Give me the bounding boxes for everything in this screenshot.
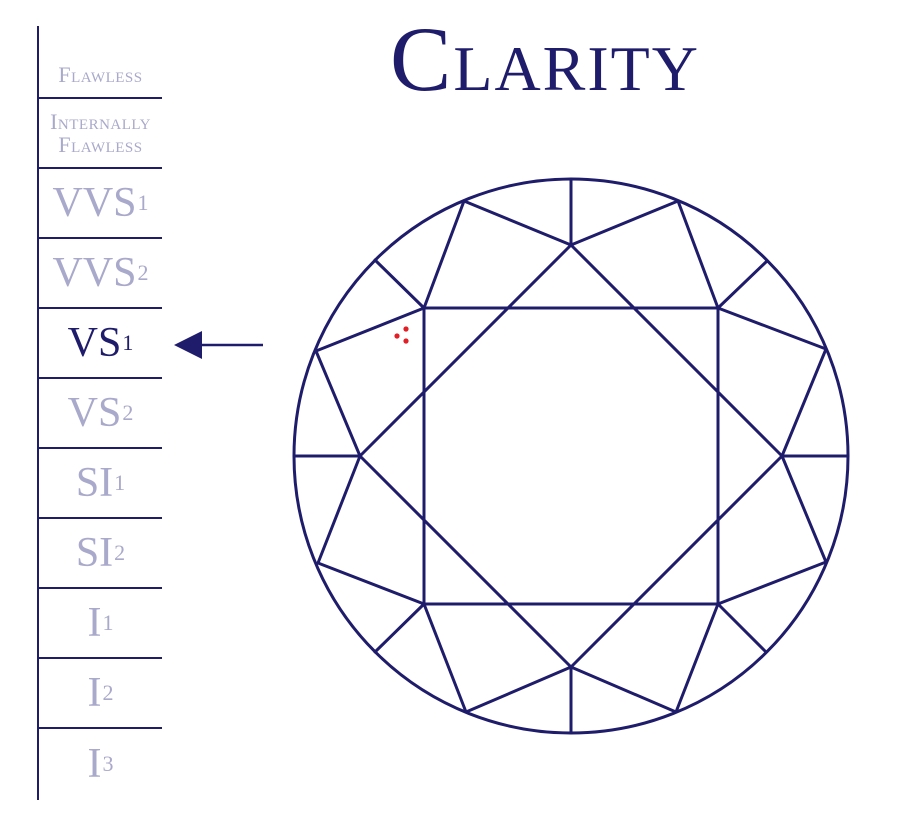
facet-line	[569, 243, 784, 458]
grade-divider	[39, 307, 162, 309]
grade-label: I	[87, 741, 102, 787]
facet-line	[422, 602, 468, 714]
inclusion-dot	[394, 333, 400, 339]
grade-label: VS	[67, 390, 122, 436]
facet-line	[316, 561, 426, 606]
grade-label: VS	[67, 320, 122, 366]
scale-axis	[37, 26, 39, 800]
inclusions	[394, 326, 409, 344]
facet-line	[373, 602, 426, 654]
facet-line	[780, 347, 828, 458]
page-title: Clarity	[390, 8, 700, 110]
facet-line	[569, 454, 784, 669]
grade-subscript: 1	[122, 330, 134, 355]
grade-divider	[39, 167, 162, 169]
grade-label: SI	[75, 530, 114, 576]
grade-subscript: 1	[137, 190, 149, 215]
grade-divider	[39, 377, 162, 379]
facet-line	[462, 199, 573, 247]
grade-divider	[39, 237, 162, 239]
facet-line	[373, 258, 426, 310]
grade-label: I	[87, 670, 102, 716]
grade-subscript: 3	[102, 751, 114, 776]
grade-subscript: 2	[122, 400, 134, 425]
diamond-facets	[292, 177, 850, 735]
grade-label: Internally Flawless	[50, 109, 151, 157]
grade-divider	[39, 727, 162, 729]
grade-flawless: Flawless	[39, 50, 162, 98]
grade-label: VVS	[52, 180, 137, 226]
facet-line	[780, 454, 828, 564]
grade-divider	[39, 587, 162, 589]
grade-internally-flawless: Internally Flawless	[39, 98, 162, 168]
facet-line	[316, 454, 362, 565]
grade-divider	[39, 517, 162, 519]
facet-line	[674, 602, 720, 714]
grade-subscript: 2	[114, 540, 126, 565]
facet-line	[716, 259, 769, 310]
facet-line	[716, 560, 828, 606]
facet-line	[314, 349, 362, 458]
facet-line	[422, 199, 466, 310]
grade-divider	[39, 97, 162, 99]
grade-label: VVS	[52, 250, 137, 296]
facet-line	[716, 306, 828, 351]
facet-line	[716, 602, 768, 654]
grade-subscript: 2	[102, 680, 114, 705]
grade-label: SI	[75, 460, 114, 506]
facet-line	[314, 306, 426, 353]
grade-subscript: 1	[102, 610, 114, 635]
facet-line	[676, 199, 720, 310]
facet-line	[358, 454, 573, 669]
grade-divider	[39, 447, 162, 449]
grade-label: Flawless	[58, 61, 143, 87]
grade-divider	[39, 657, 162, 659]
facet-line	[569, 199, 680, 247]
grade-subscript: 1	[114, 470, 126, 495]
arrow-head	[174, 331, 202, 359]
facet-line	[569, 665, 678, 714]
grade-label: I	[87, 600, 102, 646]
facet-line	[464, 665, 573, 714]
facet-line	[358, 243, 573, 458]
inclusion-dot	[403, 338, 409, 344]
inclusion-dot	[403, 326, 409, 332]
left-arrow-icon	[174, 331, 263, 359]
grade-subscript: 2	[137, 260, 149, 285]
